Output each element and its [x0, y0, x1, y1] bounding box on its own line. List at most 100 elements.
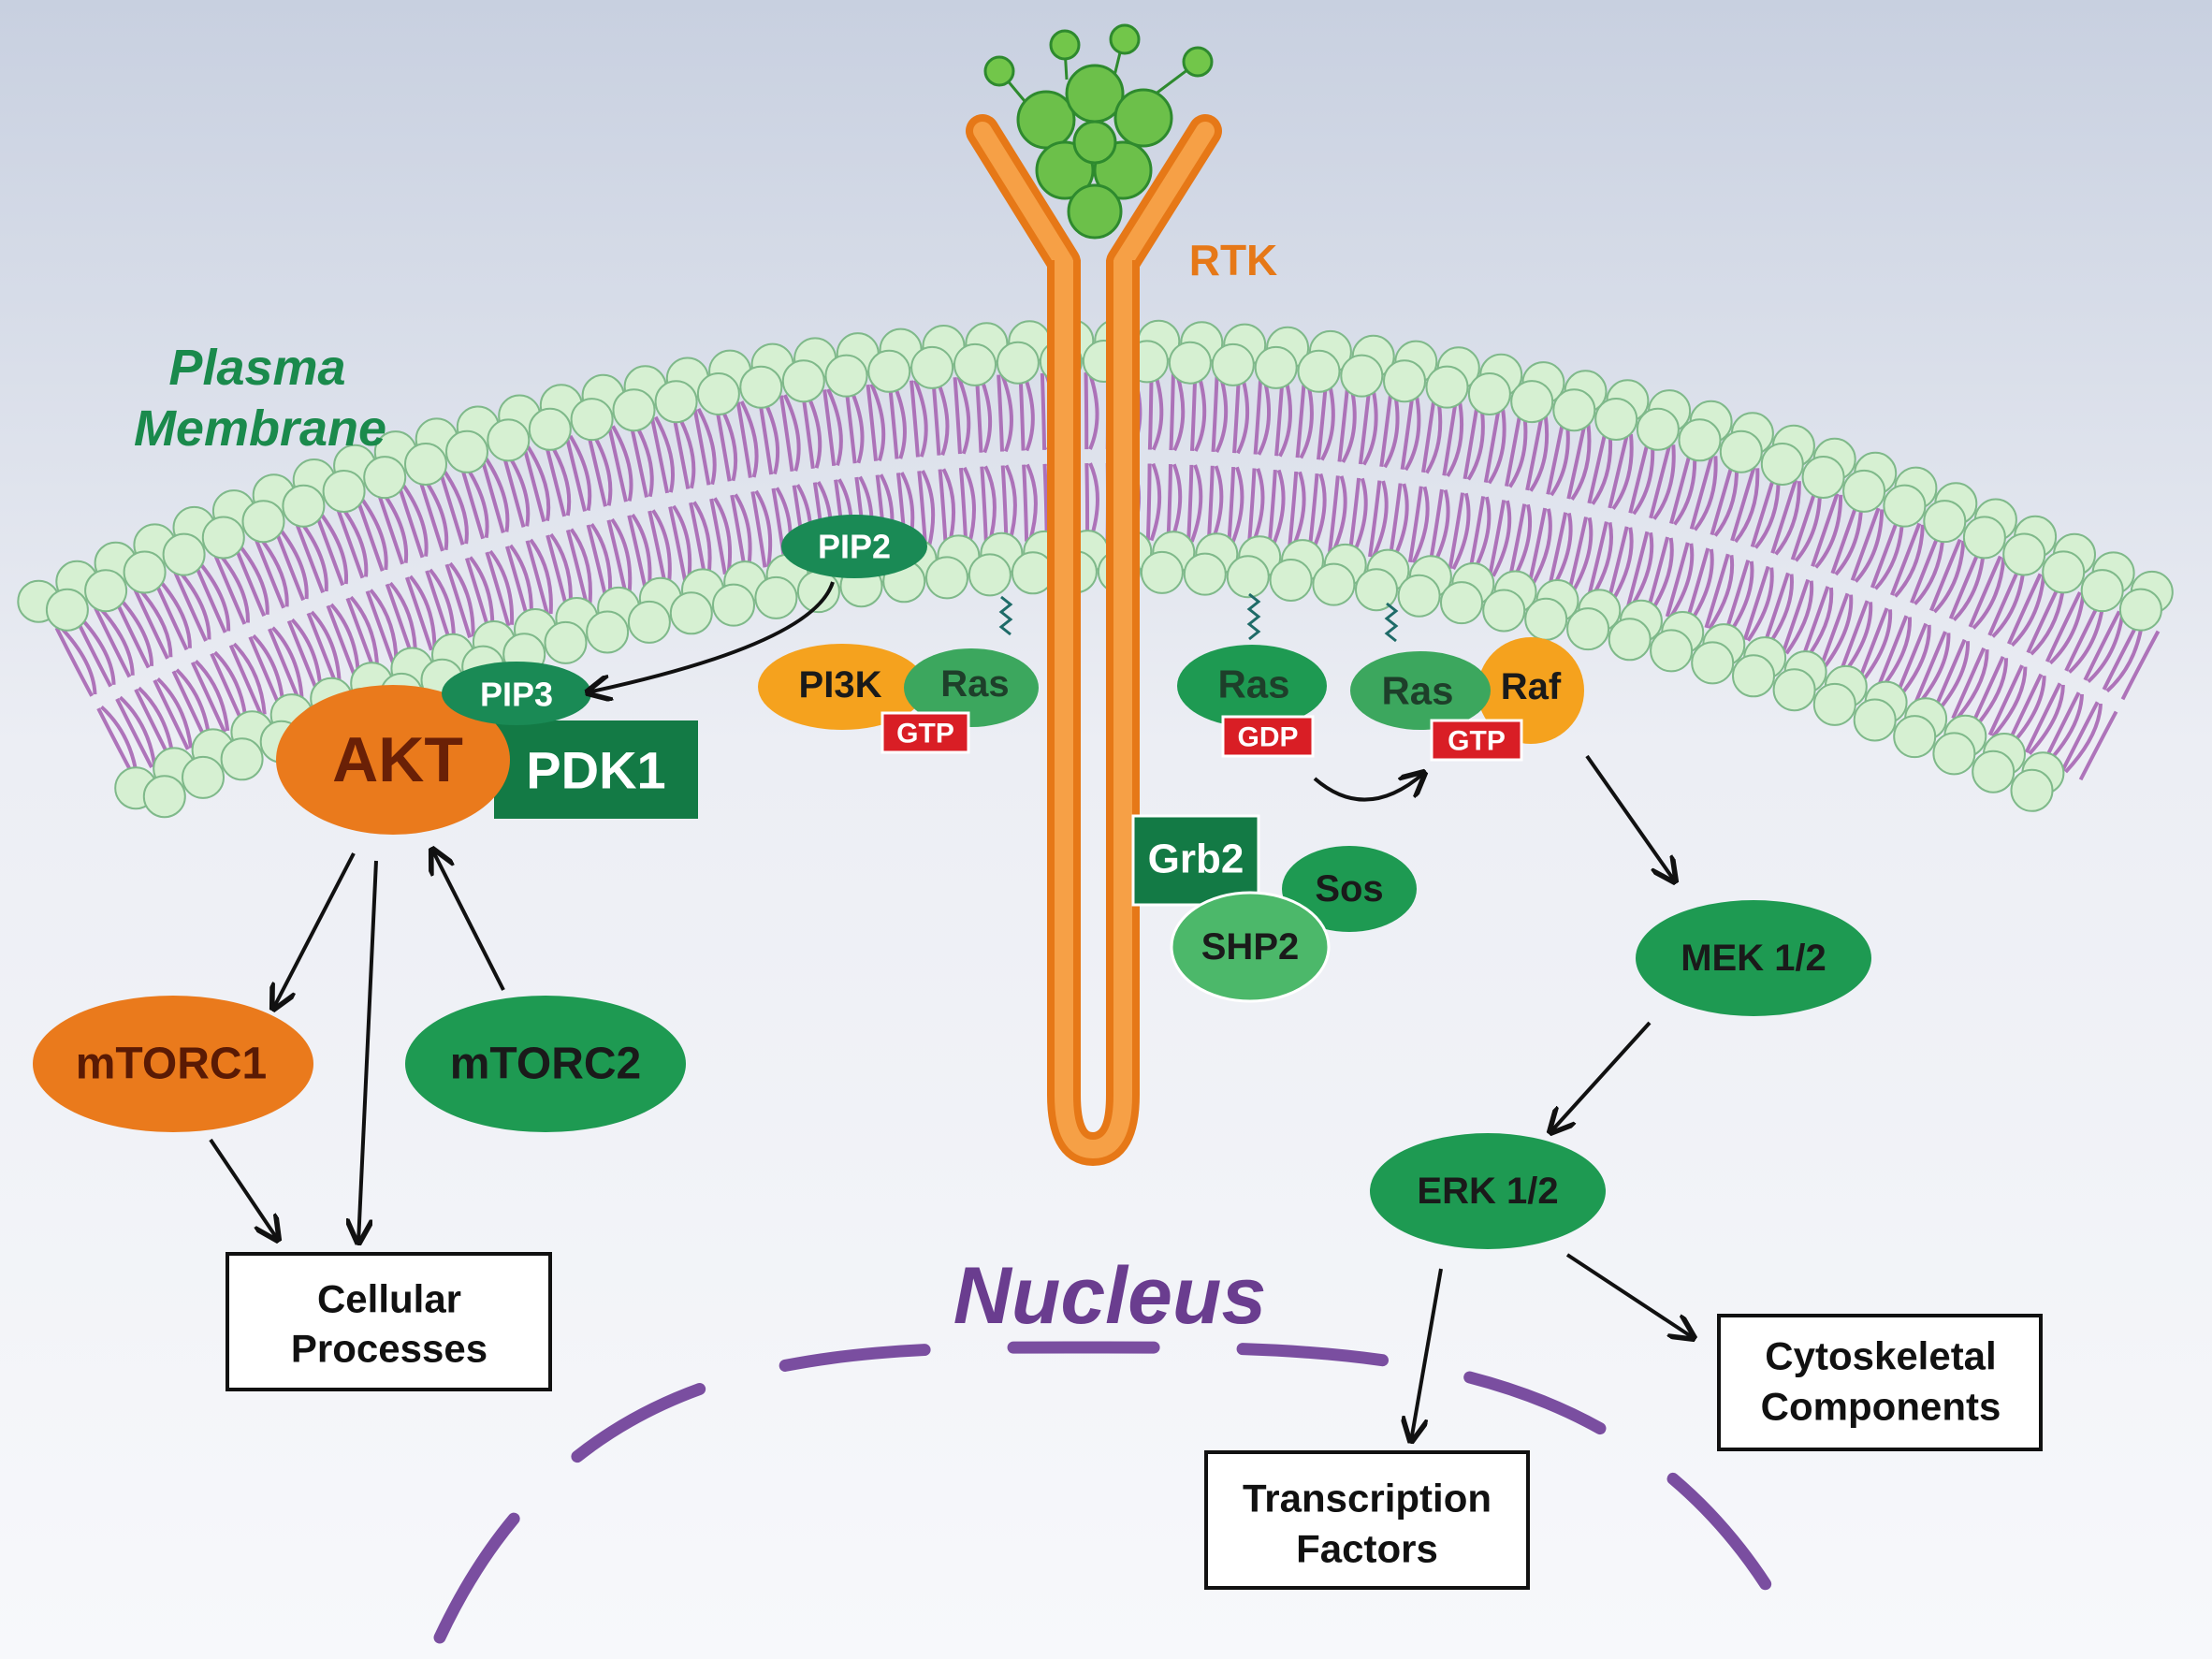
lipid-tail [1236, 375, 1250, 455]
lipid-tail [442, 469, 469, 545]
nucleus-label: Nucleus [953, 1251, 1267, 1341]
lipid-head [824, 354, 868, 398]
lipid-tail [1087, 371, 1099, 450]
lipid-tail [1649, 537, 1674, 614]
lipid-tail [1407, 486, 1423, 563]
lipid-tail [1211, 374, 1219, 453]
lipid-tail [2120, 630, 2161, 701]
lipid-head [322, 470, 366, 513]
lipid-tail [1525, 415, 1544, 491]
lipid-tail [1022, 372, 1035, 452]
akt-complex: PDK1 AKT PIP3 [276, 662, 698, 835]
rtk-receptor [966, 114, 1222, 1166]
lipid-tail [459, 464, 486, 540]
lipid-tail [172, 570, 208, 642]
lipid-tail [1652, 444, 1676, 520]
ras-raf-label: Ras [1381, 669, 1453, 713]
lipid-tail [1026, 463, 1038, 542]
lipid-head [867, 349, 911, 393]
lipid-head [201, 516, 245, 560]
arrow-erk-to-cytoskeletal [1565, 1253, 1694, 1338]
lipid-tail [1704, 553, 1730, 629]
pip3-node [442, 662, 591, 725]
lipid-tail [782, 394, 801, 472]
lipid-head [612, 388, 656, 432]
raf-label: Raf [1501, 666, 1562, 707]
lipid-head [1608, 618, 1652, 662]
lipid-tail [270, 626, 304, 699]
lipid-tail [826, 388, 843, 466]
lipid-tail [1839, 600, 1870, 674]
lipid-tail [78, 615, 116, 685]
lipid-tail [1567, 517, 1588, 592]
lipid-head [1340, 354, 1384, 398]
lipid-tail [408, 575, 437, 649]
lipid-tail [610, 517, 633, 595]
ras-pi3k-label: Ras [940, 663, 1009, 705]
lipid-head [586, 610, 630, 654]
lipid-tail [526, 445, 551, 521]
lipid-head [84, 569, 128, 613]
lipid-tail [1609, 527, 1634, 604]
lipid-tail [735, 401, 752, 478]
lipid-tail [1267, 470, 1277, 547]
lipid-tail [1936, 641, 1971, 713]
lipid-tail [1193, 373, 1207, 452]
lipid-tail [1880, 617, 1912, 690]
lipid-tail [1172, 372, 1186, 452]
lipid-head [1678, 418, 1722, 462]
lipid-tail [1483, 406, 1501, 484]
lipid-tail [196, 559, 231, 632]
lipid-tail [118, 695, 157, 766]
lipid-tail [2028, 684, 2065, 755]
lipid-head [1760, 443, 1804, 486]
lipid-head [2002, 532, 2046, 576]
lipid-tail [228, 644, 264, 717]
lipid-tail [1611, 433, 1634, 511]
lipid-tail [133, 588, 169, 660]
pi3k-ras-complex: PI3K Ras GTP [758, 644, 1039, 754]
cellular-processes-line1: Cellular [317, 1277, 461, 1321]
lipid-tail [1730, 466, 1756, 542]
lipid-tail [696, 408, 717, 486]
lipid-tail [1590, 522, 1614, 599]
lipid-tail [1784, 580, 1814, 655]
lipid-tail [910, 380, 920, 458]
lipid-head [1312, 562, 1356, 606]
lipid-head [1853, 698, 1897, 742]
lipid-tail [1000, 373, 1013, 453]
lipid-tail [501, 452, 526, 528]
lipid-tail [522, 446, 546, 523]
lipid-tail [1531, 508, 1552, 586]
lipid-head [162, 532, 206, 576]
lipid-tail [1876, 615, 1909, 689]
lipid-head [123, 550, 167, 594]
lipid-tail [750, 491, 767, 568]
lipid-tail [216, 550, 250, 623]
lipid-tail [953, 377, 962, 455]
lipid-tail [488, 549, 515, 625]
gdp-label: GDP [1237, 722, 1298, 753]
lipid-head [1962, 516, 2006, 560]
lipid-head [1355, 568, 1398, 612]
lipid-tail [1746, 567, 1774, 642]
lipid-tail [672, 504, 692, 582]
lipid-tail [1890, 522, 1922, 596]
lipid-head [1594, 398, 1638, 441]
erk-label: ERK 1/2 [1417, 1171, 1558, 1212]
lipid-head [1269, 559, 1313, 602]
lipid-tail [2048, 593, 2086, 665]
arrow-mtorc2-to-akt [432, 850, 505, 991]
arrow-erk-to-transcription-factors [1411, 1268, 1443, 1441]
akt-node [276, 685, 510, 835]
lipid-tail [1145, 463, 1152, 541]
lipid-tail [1206, 465, 1215, 543]
lipid-head [627, 600, 671, 644]
lipid-tail [739, 400, 759, 478]
sos-label: Sos [1315, 868, 1383, 910]
lipid-tail [1040, 372, 1047, 450]
grb2-sos-shp2-complex: Sos Grb2 SHP2 [1131, 814, 1417, 1003]
lipid-tail [1566, 423, 1587, 500]
lipid-head [1801, 456, 1845, 499]
lipid-tail [1770, 479, 1798, 554]
